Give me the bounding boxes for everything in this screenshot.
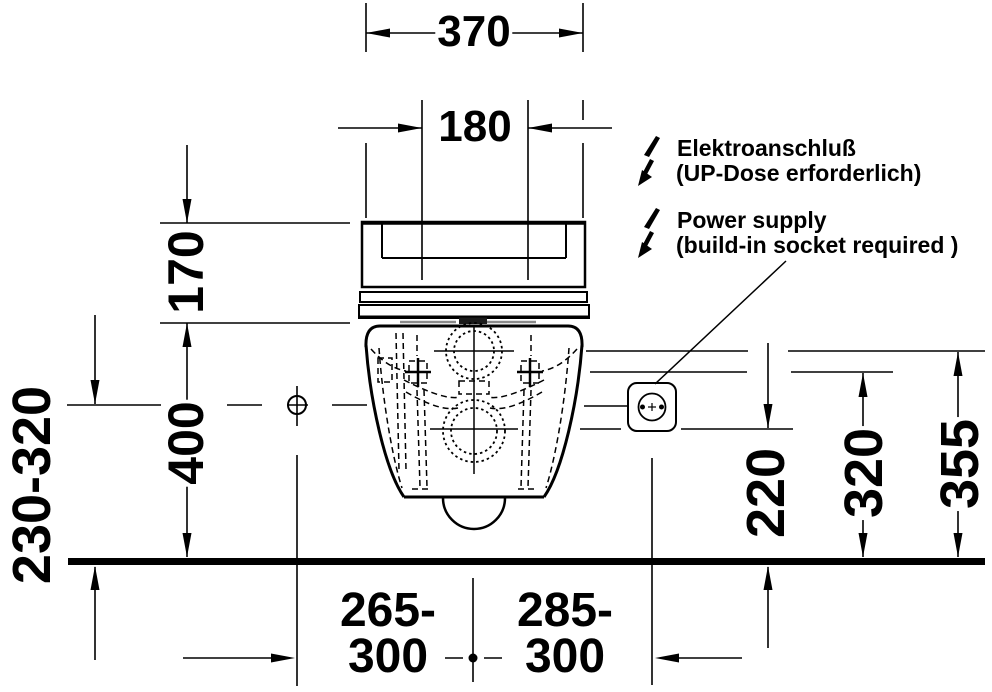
- dim-supply-height-range: 230-320: [2, 383, 62, 587]
- dim-fixing-centers-width: 180: [436, 102, 514, 151]
- dim-socket-zone-top: 355: [930, 416, 990, 512]
- dim-overall-width: 370: [435, 7, 513, 56]
- dim-lines-bottom-offsets: [183, 578, 742, 682]
- socket-leader-line: [654, 260, 787, 385]
- label-electrical-en-line1: Power supply: [677, 207, 827, 233]
- label-electrical-de-line1: Elektroanschluß: [677, 135, 856, 161]
- right-reference-lines: [580, 350, 985, 430]
- floor-line: [68, 558, 985, 565]
- dim-left-offset-line2: 300: [345, 630, 431, 683]
- dim-right-offset-line1: 285-: [514, 584, 616, 637]
- label-electrical-de-line2: (UP-Dose erforderlich): [676, 160, 922, 186]
- dim-lines-fixing-centers: [338, 100, 612, 280]
- lightning-bolt-icon-de: [638, 136, 660, 186]
- dim-lines-tank-and-rim-height: [160, 145, 350, 557]
- dim-right-offset-line2: 300: [522, 630, 608, 683]
- dim-socket-zone-bottom: 220: [736, 445, 796, 541]
- dim-left-offset-line1: 265-: [337, 584, 439, 637]
- water-supply-crosshair-icon: [227, 386, 367, 686]
- dim-rim-to-floor: 400: [158, 399, 214, 487]
- toilet-front-view: [358, 220, 590, 531]
- dim-tank-height: 170: [158, 228, 214, 316]
- dim-socket-zone-mid: 320: [834, 425, 894, 521]
- dim-lines-socket-heights: [763, 343, 963, 648]
- power-socket-icon: [627, 260, 787, 685]
- label-electrical-en-line2: (build-in socket required ): [676, 232, 959, 258]
- dim-lines-supply-height-range: [67, 315, 163, 660]
- lightning-bolt-icon-en: [638, 208, 660, 258]
